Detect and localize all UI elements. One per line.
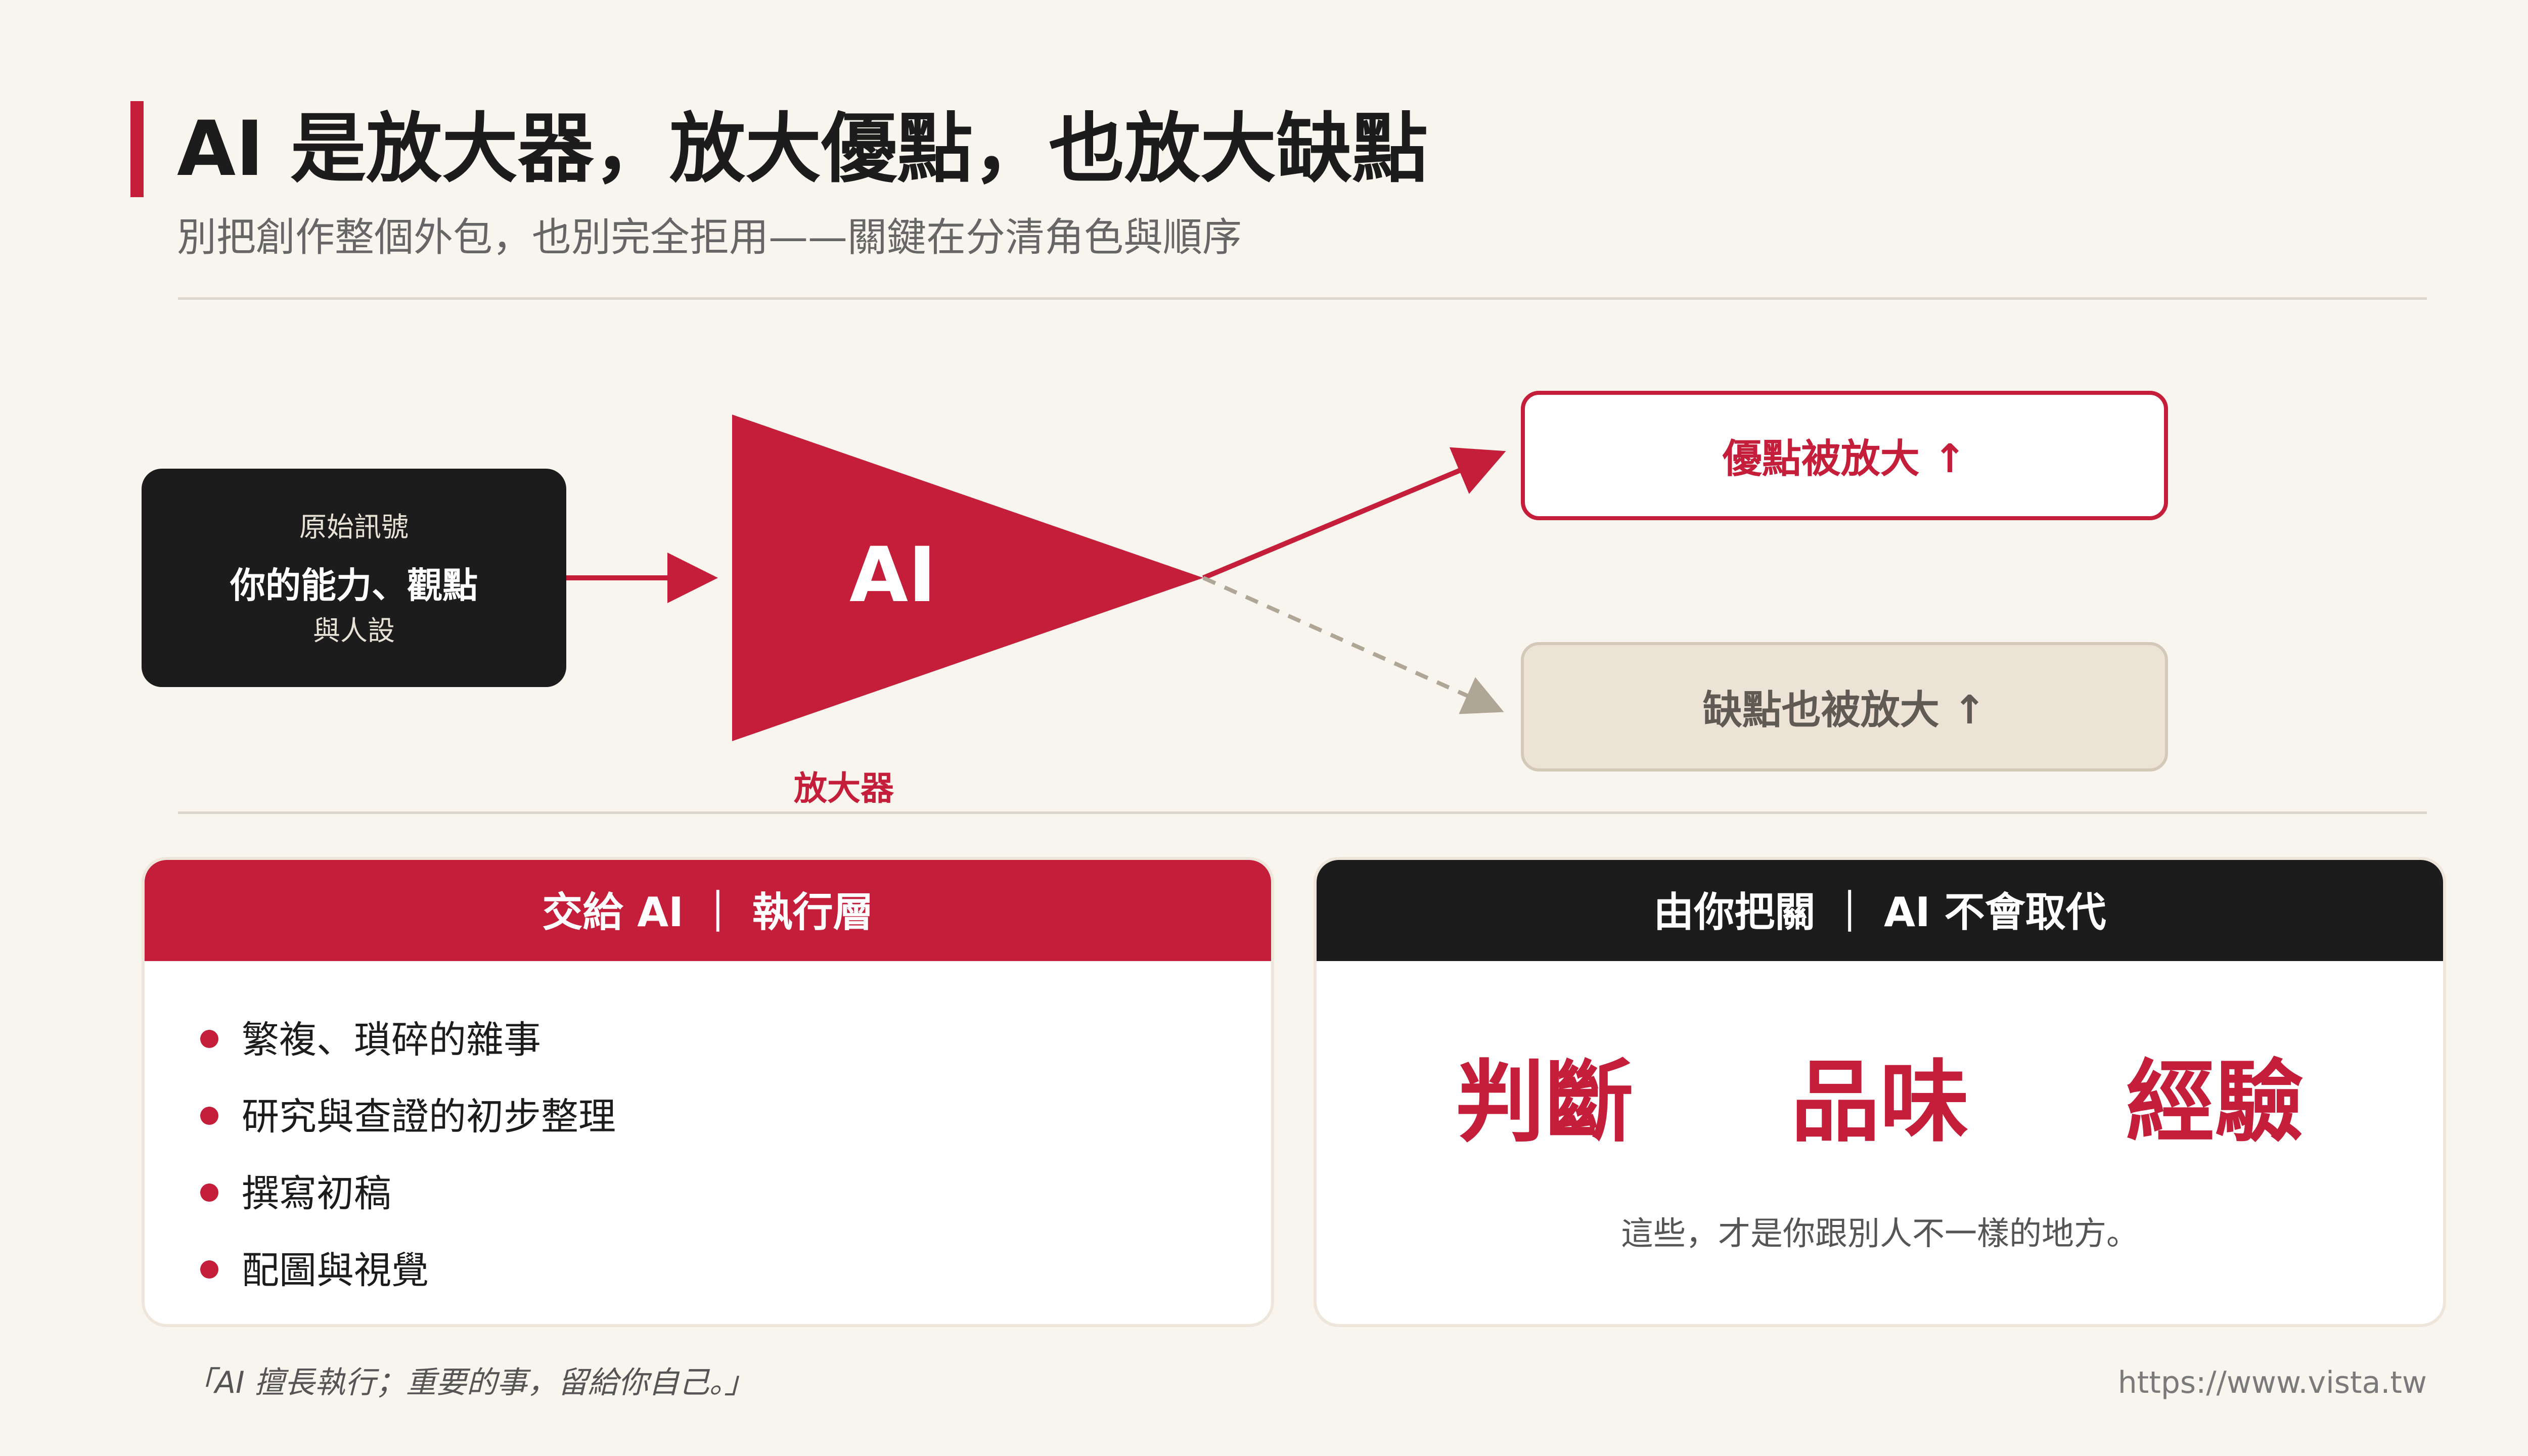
output-strengths-box: 優點被放大 ↑: [1521, 391, 2168, 520]
bad-output-arrow: [1202, 576, 1504, 714]
good-output-arrow: [1202, 447, 1506, 580]
bullet-dot: [200, 1260, 218, 1279]
bullet-dot: [200, 1030, 218, 1048]
source-signal-box: 原始訊號 你的能力、觀點 與人設: [142, 469, 566, 687]
source-sub-text: 與人設: [313, 615, 395, 647]
page-subtitle: 別把創作整個外包，也別完全拒用——關鍵在分清角色與順序: [177, 215, 1242, 260]
list-item-text: 配圖與視覺: [242, 1249, 429, 1292]
source-label: 原始訊號: [299, 511, 409, 543]
amplifier-triangle: [732, 415, 1203, 741]
list-item: 研究與查證的初步整理: [200, 1078, 616, 1155]
amplifier-label: 放大器: [794, 769, 894, 808]
page-title: AI 是放大器，放大優點，也放大缺點: [177, 105, 1428, 193]
list-item: 撰寫初稿: [200, 1155, 616, 1232]
amplifier-diagram: [566, 415, 1506, 741]
divider-top: [178, 297, 2427, 300]
list-item: 配圖與視覺: [200, 1232, 616, 1309]
source-main-text: 你的能力、觀點: [230, 565, 478, 606]
ai-task-list: 繁複、瑣碎的雜事 研究與查證的初步整理 撰寫初稿 配圖與視覺: [200, 1002, 616, 1309]
skills-row: 判斷 品味 經驗: [1317, 1042, 2443, 1163]
ai-execution-card: 交給 AI ｜ 執行層 繁複、瑣碎的雜事 研究與查證的初步整理 撰寫初稿 配圖與…: [142, 857, 1274, 1327]
divider-middle: [178, 811, 2427, 814]
bullet-dot: [200, 1184, 218, 1202]
output-weaknesses-box: 缺點也被放大 ↑: [1521, 642, 2168, 771]
ai-execution-card-header: 交給 AI ｜ 執行層: [145, 860, 1271, 961]
list-item-text: 繁複、瑣碎的雜事: [242, 1018, 541, 1062]
footer-quote: 「AI 擅長執行；重要的事，留給你自己。」: [185, 1365, 755, 1400]
amplifier-symbol: AI: [849, 531, 936, 619]
skills-note: 這些，才是你跟別人不一樣的地方。: [1621, 1215, 2139, 1253]
list-item: 繁複、瑣碎的雜事: [200, 1002, 616, 1078]
list-item-text: 撰寫初稿: [242, 1172, 391, 1215]
human-judgement-card: 由你把關 ｜ AI 不會取代 判斷 品味 經驗 這些，才是你跟別人不一樣的地方。: [1314, 857, 2446, 1327]
bullet-dot: [200, 1107, 218, 1125]
skill-judgement: 判斷: [1456, 1051, 1634, 1154]
skill-taste: 品味: [1790, 1051, 1969, 1154]
list-item-text: 研究與查證的初步整理: [242, 1095, 616, 1139]
human-judgement-card-header: 由你把關 ｜ AI 不會取代: [1317, 860, 2443, 961]
title-accent-bar: [130, 101, 144, 197]
skill-experience: 經驗: [2126, 1051, 2304, 1154]
footer-url[interactable]: https://www.vista.tw: [2117, 1365, 2427, 1400]
